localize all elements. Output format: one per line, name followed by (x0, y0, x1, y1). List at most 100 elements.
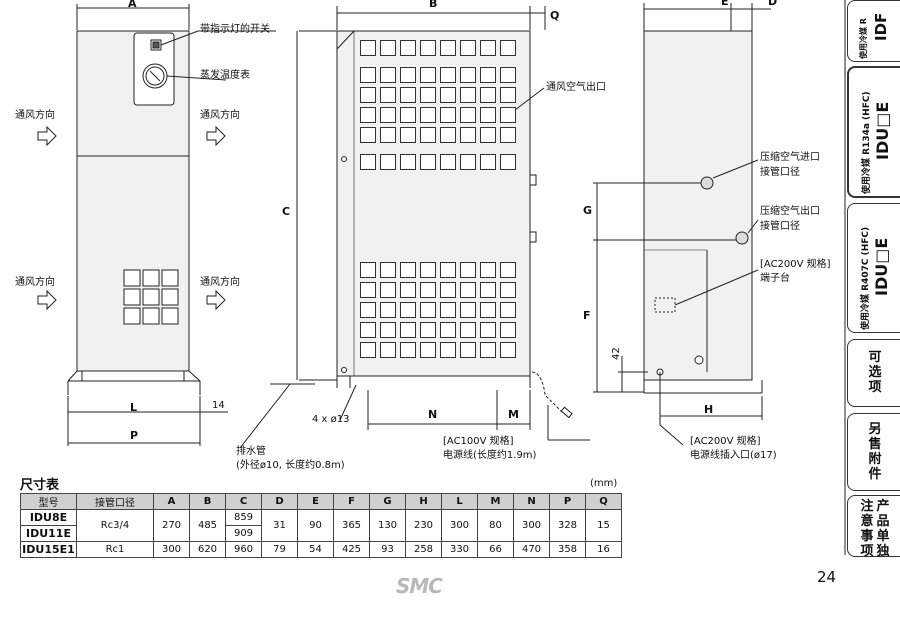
vent-square (460, 342, 476, 358)
vent-square (500, 302, 516, 318)
vent-square (380, 262, 396, 278)
cell-c: 960 (225, 541, 262, 558)
tab-idu-r134a[interactable]: 使用冷媒 R134a (HFC) IDU□E (847, 66, 900, 198)
vent-square (480, 322, 496, 338)
dim-l: L (130, 401, 138, 414)
page-number: 24 (817, 568, 837, 586)
vent-square (500, 262, 516, 278)
cell-p: 358 (549, 541, 586, 558)
cell-l: 300 (441, 509, 478, 542)
vent-square (400, 262, 416, 278)
vent-square (400, 67, 416, 83)
vent-square (420, 87, 436, 103)
cell-c: 859 (225, 509, 262, 526)
vent-square (460, 87, 476, 103)
cell-q: 16 (585, 541, 622, 558)
tab-idu-r407c[interactable]: 使用冷媒 R407C (HFC) IDU□E (847, 203, 900, 333)
label-comp-out-port: 接管口径 (760, 221, 800, 232)
label-airflow-2: 通风方向 (200, 110, 240, 121)
cell-h: 230 (405, 509, 442, 542)
label-airflow-4: 通风方向 (200, 277, 240, 288)
vent-square (380, 40, 396, 56)
th-p: P (549, 493, 586, 510)
label-airflow-3: 通风方向 (15, 277, 55, 288)
vent-square (380, 67, 396, 83)
cell-d: 79 (261, 541, 298, 558)
cell-port: Rc1 (76, 541, 154, 558)
vent-square (480, 87, 496, 103)
dimension-table-title: 尺寸表 (20, 478, 60, 493)
vent-square (460, 302, 476, 318)
dim-c: C (282, 205, 291, 218)
label-ac200-terminal: [AC200V 规格] (760, 259, 831, 270)
tab-idu-r407c-big: IDU□E (872, 237, 891, 296)
cell-m: 80 (477, 509, 514, 542)
vent-square (440, 342, 456, 358)
vent-square (400, 107, 416, 123)
vent-square (380, 154, 396, 170)
smc-logo: SMC (396, 574, 443, 598)
cell-b: 485 (189, 509, 226, 542)
th-a: A (153, 493, 190, 510)
tab-idu-r407c-small: 使用冷媒 R407C (HFC) (861, 226, 871, 330)
vent-square (420, 282, 436, 298)
vent-square (420, 107, 436, 123)
cell-f: 425 (333, 541, 370, 558)
cell-b: 620 (189, 541, 226, 558)
vent-square (500, 107, 516, 123)
vent-square (480, 342, 496, 358)
vent-square (420, 342, 436, 358)
dim-a: A (128, 0, 137, 10)
cell-p: 328 (549, 509, 586, 542)
label-airflow-out: 通风空气出口 (546, 82, 606, 93)
cell-a: 300 (153, 541, 190, 558)
tab-options[interactable]: 可选项 (847, 339, 900, 407)
vent-square (440, 40, 456, 56)
cell-port: Rc3/4 (76, 509, 154, 542)
rear-view-body (643, 30, 753, 381)
table-row: IDU15E1 Rc1 300 620 960 79 54 425 93 258… (20, 541, 622, 558)
vent-square (420, 322, 436, 338)
dimension-table-unit: (mm) (590, 478, 618, 489)
tab-precautions[interactable]: 产品单独 注意事项 (847, 495, 900, 559)
cell-model: IDU15E1 (20, 541, 77, 558)
vent-square (400, 154, 416, 170)
vent-square (360, 322, 376, 338)
tab-idf[interactable]: 使用冷媒 R IDF (847, 0, 900, 62)
vent-square (420, 67, 436, 83)
cell-model: IDU8E (20, 509, 77, 526)
cell-g: 130 (369, 509, 406, 542)
vent-square (460, 262, 476, 278)
vent-square (400, 127, 416, 143)
th-m: M (477, 493, 514, 510)
th-l: L (441, 493, 478, 510)
cell-model: IDU11E (20, 525, 77, 542)
vent-square (460, 107, 476, 123)
dim-n: N (428, 408, 438, 421)
dim-p: P (130, 429, 139, 442)
vent-square (360, 87, 376, 103)
vent-square (460, 322, 476, 338)
th-c: C (225, 493, 262, 510)
vent-square (480, 67, 496, 83)
vent-square (440, 322, 456, 338)
label-comp-in-port: 接管口径 (760, 167, 800, 178)
tab-idu-r134a-big: IDU□E (873, 101, 892, 160)
label-comp-out: 压缩空气出口 (760, 206, 820, 217)
label-drain: 排水管 (236, 446, 266, 457)
vent-square (400, 342, 416, 358)
vent-square (440, 302, 456, 318)
cell-a: 270 (153, 509, 190, 542)
th-model: 型号 (20, 493, 77, 510)
cell-g: 93 (369, 541, 406, 558)
th-h: H (405, 493, 442, 510)
tab-accessories[interactable]: 另售附件 (847, 413, 900, 491)
th-q: Q (585, 493, 622, 510)
label-airflow-1: 通风方向 (15, 110, 55, 121)
cell-h: 258 (405, 541, 442, 558)
label-switch: 带指示灯的开关 (200, 24, 270, 35)
label-terminal: 端子台 (760, 273, 790, 284)
vent-square (440, 107, 456, 123)
th-f: F (333, 493, 370, 510)
vent-square (460, 40, 476, 56)
